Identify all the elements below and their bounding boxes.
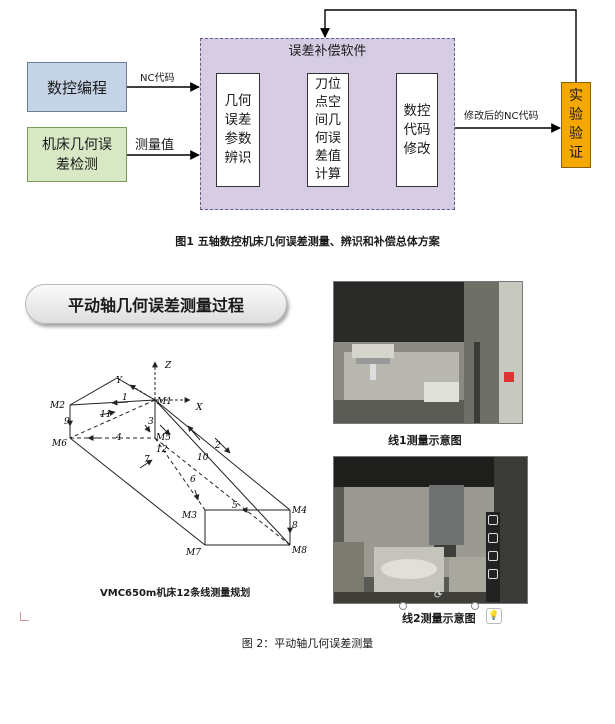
nc-modify-box: 数控 代码 修改 — [396, 73, 438, 187]
measurement-plan-diagram: Z X Y M1 M2 M3 M4 M5 M6 M7 M8 1 2 3 4 5 … — [40, 350, 330, 570]
nc-programming-box: 数控编程 — [27, 62, 127, 112]
lightbulb-icon[interactable]: 💡 — [486, 608, 502, 624]
line-12-label: 12 — [156, 445, 168, 455]
inner1-line: 辨识 — [225, 149, 252, 168]
line-10-label: 10 — [197, 453, 209, 463]
figure2-caption: 图 2：平动轴几何误差测量 — [0, 635, 615, 651]
point-m3-label: M3 — [181, 511, 197, 521]
inner2-line: 差值 — [315, 148, 341, 166]
inner1-line: 几何 — [225, 92, 252, 111]
verify-line: 证 — [569, 144, 583, 163]
inner2-line: 计算 — [315, 166, 341, 184]
line-9-label: 9 — [64, 417, 70, 427]
line-11-label: 11 — [100, 410, 111, 420]
frame-icon[interactable] — [488, 569, 498, 579]
modified-nc-label: 修改后的NC代码 — [464, 107, 538, 122]
line-8-label: 8 — [292, 521, 298, 531]
geometry-detection-line2: 差检测 — [42, 155, 112, 175]
point-m7-label: M7 — [185, 548, 201, 558]
photo2-caption: 线2测量示意图 — [402, 610, 476, 626]
geometry-param-id-box: 几何 误差 参数 辨识 — [216, 73, 260, 187]
line-1-label: 1 — [122, 393, 128, 403]
handle-circle-left[interactable] — [399, 602, 407, 610]
inner3-line: 代码 — [404, 121, 431, 140]
inner3-line: 修改 — [404, 140, 431, 159]
layers-icon[interactable] — [488, 515, 498, 525]
machine-photo-1 — [334, 282, 523, 424]
handle-circle-right[interactable] — [471, 602, 479, 610]
verify-line: 验 — [569, 106, 583, 125]
experiment-verify-box: 实 验 验 证 — [561, 82, 591, 168]
axis-z-label: Z — [164, 361, 172, 371]
geometry-detection-box: 机床几何误 差检测 — [27, 127, 127, 182]
inner2-line: 点空 — [315, 94, 341, 112]
line-2-label: 2 — [214, 441, 221, 451]
point-m1-label: M1 — [156, 397, 172, 407]
nc-code-label: NC代码 — [140, 69, 174, 84]
geometry-detection-line1: 机床几何误 — [42, 135, 112, 155]
nc-programming-label: 数控编程 — [47, 77, 107, 98]
diagram-caption: VMC650m机床12条线测量规划 — [100, 584, 250, 599]
crop-icon[interactable] — [488, 551, 498, 561]
photo1-caption: 线1测量示意图 — [388, 432, 462, 448]
inner2-line: 何误 — [315, 130, 341, 148]
line-6-label: 6 — [190, 475, 196, 485]
point-m4-label: M4 — [291, 506, 307, 516]
inner2-line: 间几 — [315, 112, 341, 130]
line-7-label: 7 — [144, 455, 150, 465]
compensation-software-title: 误差补偿软件 — [200, 40, 455, 59]
line1-measurement-photo — [333, 281, 523, 424]
point-m2-label: M2 — [49, 401, 65, 411]
tool-point-calc-box: 刀位 点空 间几 何误 差值 计算 — [307, 73, 349, 187]
inner1-line: 参数 — [225, 130, 252, 149]
point-m8-label: M8 — [291, 546, 307, 556]
line2-measurement-photo: ⟳ — [333, 456, 528, 604]
line-3-label: 3 — [148, 417, 154, 427]
banner-title: 平动轴几何误差测量过程 — [68, 292, 244, 316]
inner3-line: 数控 — [404, 102, 431, 121]
figure1-caption: 图1 五轴数控机床几何误差测量、辨识和补偿总体方案 — [0, 233, 615, 249]
point-m6-label: M6 — [51, 439, 67, 449]
pen-icon[interactable] — [488, 533, 498, 543]
axis-x-label: X — [195, 403, 203, 413]
rotate-icon[interactable]: ⟳ — [434, 590, 442, 601]
verify-line: 验 — [569, 125, 583, 144]
inner1-line: 误差 — [225, 111, 252, 130]
axis-y-label: Y — [116, 376, 123, 386]
line-4-label: 4 — [115, 433, 122, 443]
line-5-label: 5 — [232, 501, 238, 511]
verify-line: 实 — [569, 87, 583, 106]
translation-axis-banner: 平动轴几何误差测量过程 — [25, 284, 287, 324]
point-m5-label: M5 — [155, 433, 171, 443]
measured-value-label: 测量值 — [135, 134, 174, 153]
corner-mark-icon — [20, 612, 29, 621]
inner2-line: 刀位 — [315, 76, 341, 94]
